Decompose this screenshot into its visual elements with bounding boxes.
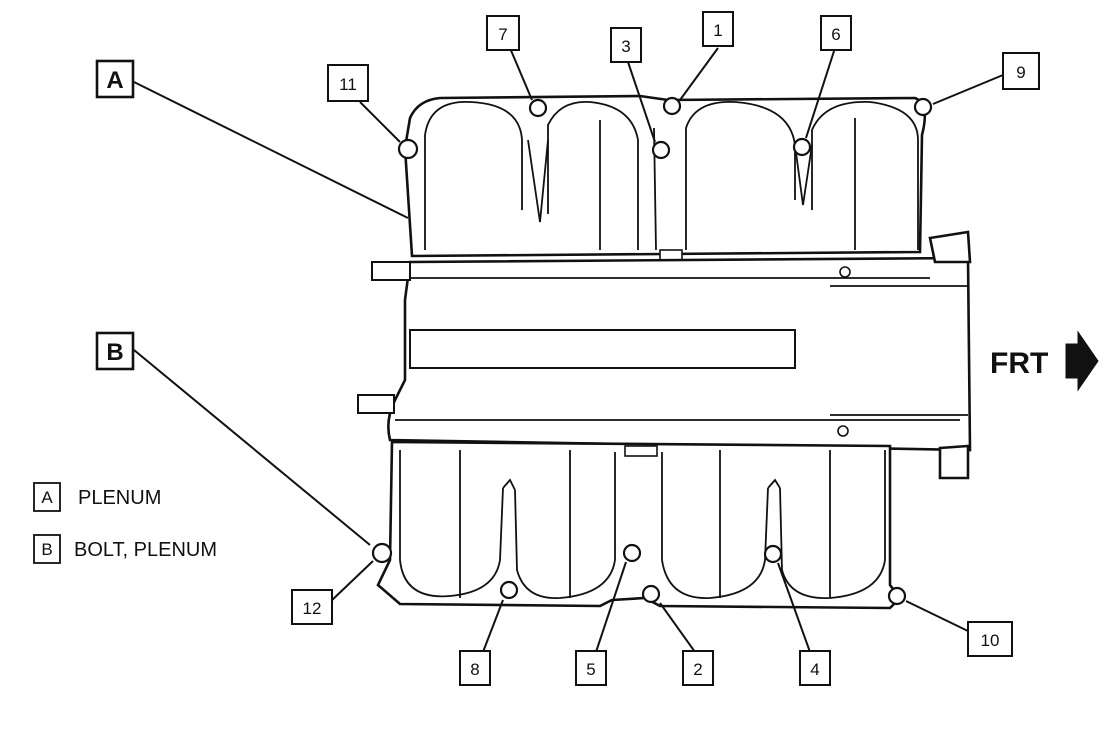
bolt-number-10: 10: [981, 631, 1000, 650]
plenum: [357, 94, 972, 610]
front-arrow-icon: [1065, 330, 1099, 392]
legend-item-bolt-plenum: B BOLT, PLENUM: [33, 534, 217, 564]
bolt-4: 4: [763, 544, 831, 686]
bolt-9: 9: [913, 52, 1040, 117]
legend-item-plenum: A PLENUM: [33, 482, 161, 512]
front-label: FRT: [990, 347, 1048, 380]
bolt-number-2: 2: [693, 660, 702, 679]
bolt-1: 1: [662, 11, 734, 116]
bolt-number-12: 12: [303, 599, 322, 618]
bolt-6: 6: [792, 15, 852, 157]
bolt-12: 12: [291, 542, 393, 625]
legend-key-a: A: [41, 488, 53, 507]
bolt-7: 7: [486, 15, 548, 118]
front-direction: FRT: [990, 330, 1099, 392]
bolt-number-8: 8: [470, 660, 479, 679]
bolt-number-6: 6: [831, 25, 840, 44]
bolt-number-5: 5: [586, 660, 595, 679]
bolt-number-7: 7: [498, 25, 507, 44]
callout-b-letter: B: [106, 339, 123, 366]
bolt-number-9: 9: [1016, 63, 1025, 82]
bolt-number-1: 1: [713, 21, 722, 40]
legend-key-b: B: [41, 540, 52, 559]
legend-label-bolt-plenum: BOLT, PLENUM: [74, 539, 217, 561]
callout-b: B: [95, 331, 371, 546]
legend-label-plenum: PLENUM: [78, 487, 161, 509]
bolt-5: 5: [575, 543, 642, 686]
bolt-10: 10: [887, 586, 1013, 657]
callout-a-letter: A: [106, 67, 123, 94]
bolt-2: 2: [641, 584, 714, 686]
bolt-8: 8: [459, 580, 519, 686]
bolt-number-3: 3: [621, 37, 630, 56]
callout-a: A: [95, 59, 409, 219]
bolt-number-11: 11: [339, 75, 357, 94]
bolt-11: 11: [327, 64, 419, 160]
bolt-3: 3: [610, 27, 671, 160]
bolt-number-4: 4: [810, 660, 819, 679]
legend: A PLENUM B BOLT, PLENUM: [33, 482, 217, 564]
